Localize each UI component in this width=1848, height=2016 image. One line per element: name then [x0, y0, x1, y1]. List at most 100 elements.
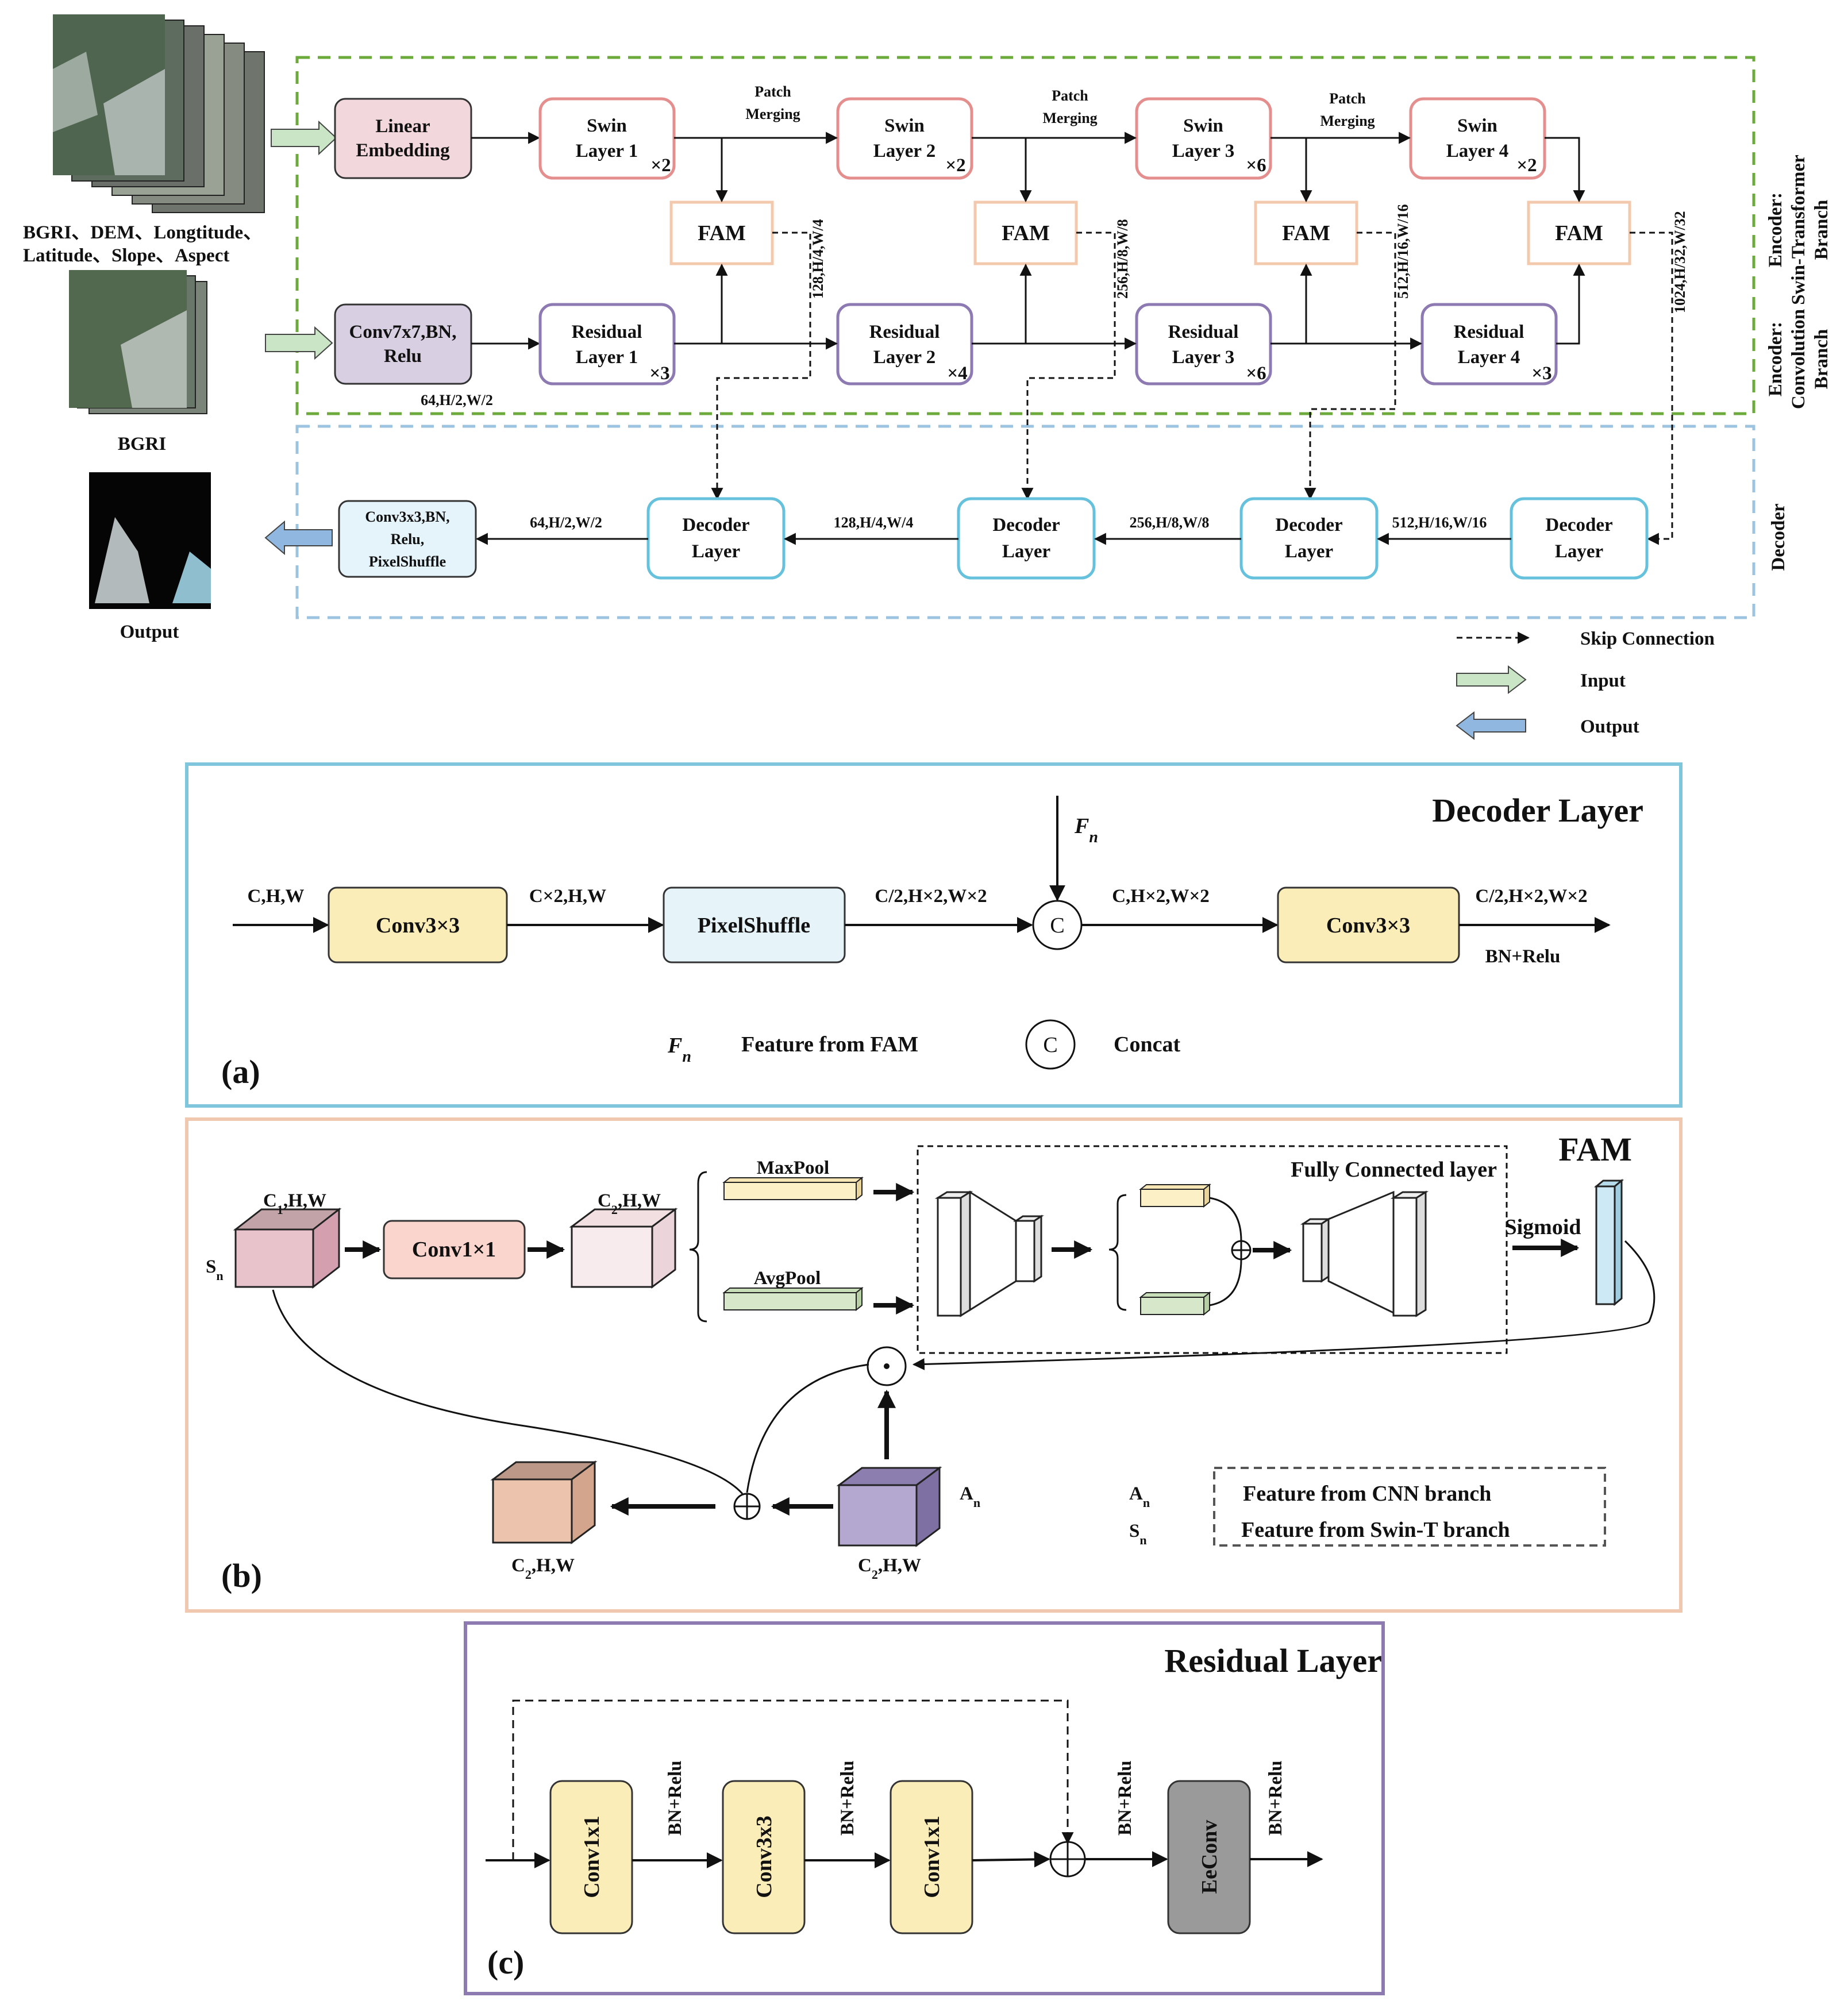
svg-text:Convolution: Convolution — [1788, 309, 1809, 409]
fc-max-branch-bar — [1139, 1183, 1211, 1208]
fam-block-4: FAM — [1527, 201, 1631, 265]
skip-connection-3 — [1304, 232, 1396, 500]
svg-text:Layer 2: Layer 2 — [873, 141, 935, 161]
panel-a-dim-4: C,H×2,W×2 — [1112, 886, 1210, 907]
fam-block-3: FAM — [1254, 201, 1358, 265]
svg-text:Decoder: Decoder — [992, 515, 1060, 535]
residual-conv3x3-label: Conv3x3 — [752, 1815, 776, 1898]
swin-layer-3: Swin Layer 3 ×6 — [1135, 97, 1272, 180]
panel-a-legend-concat-text: Concat — [1114, 1032, 1180, 1057]
svg-text:Layer 1: Layer 1 — [576, 141, 638, 161]
swin-layer-1: Swin Layer 1 ×2 — [538, 97, 676, 180]
svg-text:Patch: Patch — [1329, 90, 1366, 107]
fam-output-dim-label: C2,H,W — [511, 1555, 575, 1582]
residual-bnrelu-1: BN+Relu — [665, 1760, 686, 1836]
svg-text:Swin-Transformer: Swin-Transformer — [1788, 155, 1809, 305]
final-conv-pixelshuffle-block: Conv3x3,BN, Relu, PixelShuffle — [338, 500, 477, 578]
panel-b-tag: (b) — [221, 1557, 262, 1594]
an-cube — [836, 1466, 942, 1547]
conv-branch-side-label: Encoder: Convolution Branch — [1765, 309, 1832, 409]
legend-skip-label: Skip Connection — [1580, 629, 1715, 649]
avgpool-label: AvgPool — [754, 1268, 821, 1289]
fully-connected-label: Fully Connected layer — [1291, 1158, 1497, 1182]
panel-a-legend-concat-icon — [1025, 1019, 1076, 1070]
svg-text:Conv3x3,BN,: Conv3x3,BN, — [365, 508, 449, 525]
panel-a-dim-2: C×2,H,W — [529, 886, 606, 907]
residual-layer-2: Residual Layer 2 ×4 — [836, 303, 973, 386]
fc-max-to-add — [1209, 1197, 1242, 1242]
panel-a-tag: (a) — [221, 1053, 260, 1090]
residual-layer-1: Residual Layer 1 ×3 — [538, 303, 676, 386]
svg-text:Merging: Merging — [745, 106, 800, 122]
svg-text:FAM: FAM — [1282, 221, 1330, 245]
svg-text:Patch: Patch — [754, 83, 791, 100]
svg-text:×3: ×3 — [649, 363, 669, 384]
c2-cube — [569, 1208, 678, 1289]
decoder-dim-2: 128,H/4,W/4 — [834, 514, 914, 531]
panel-a-dim-5: C/2,H×2,W×2 — [1475, 886, 1587, 907]
residual-eeconv-label: EeConv — [1198, 1820, 1222, 1894]
legend-input-icon — [1456, 665, 1527, 695]
arrow-sigmoid-to-multiply — [912, 1240, 1656, 1370]
skip-connection-1 — [711, 232, 811, 500]
panel-a-conv3x3-1-label: Conv3×3 — [376, 913, 460, 938]
svg-text:Branch: Branch — [1811, 200, 1832, 260]
conv7x7-label-1: Conv7x7,BN, — [349, 322, 456, 342]
arrow-sn-residual-to-add — [272, 1289, 744, 1494]
fc-avg-to-add — [1209, 1259, 1242, 1306]
decoder-dim-1: 64,H/2,W/2 — [530, 514, 602, 531]
fc-split-bracket — [1108, 1194, 1127, 1311]
panel-a-conv3x3-2-label: Conv3×3 — [1326, 913, 1410, 938]
bgri-image-stack — [69, 270, 207, 414]
svg-text:Merging: Merging — [1042, 110, 1097, 126]
residual-arrow-4 — [972, 1851, 1050, 1868]
residual-conv1x1-b — [890, 1780, 973, 1934]
svg-text:Swin: Swin — [1183, 115, 1223, 136]
pool-bracket — [689, 1171, 707, 1323]
svg-text:Encoder:: Encoder: — [1765, 192, 1786, 267]
fam-output-cube — [490, 1460, 598, 1544]
svg-text:×2: ×2 — [1516, 155, 1537, 176]
svg-text:Decoder: Decoder — [1768, 503, 1789, 571]
decoder-side-label: Decoder — [1768, 503, 1789, 571]
conv7x7-dim-label: 64,H/2,W/2 — [421, 392, 493, 408]
skip-connection-2 — [1021, 232, 1116, 500]
conv7x7-block — [334, 303, 472, 385]
fam-legend-box — [1213, 1467, 1606, 1547]
fam-legend-an-symbol: An — [1129, 1483, 1150, 1510]
decoder-layer-2: Decoder Layer — [957, 497, 1096, 580]
arrow-swin4-to-fam4 — [1545, 137, 1585, 203]
svg-text:Layer 2: Layer 2 — [873, 347, 935, 368]
linear-embedding-block — [334, 98, 472, 179]
maxpool-bar — [722, 1176, 864, 1201]
sigmoid-attention-vector — [1593, 1178, 1624, 1306]
svg-text:×2: ×2 — [650, 155, 671, 176]
swin-branch-side-label: Encoder: Swin-Transformer Branch — [1765, 155, 1832, 305]
fam-block-1: FAM — [669, 201, 774, 265]
fam-add-node — [733, 1493, 761, 1520]
fc-add-node — [1231, 1240, 1252, 1261]
decoder-layer-4: Decoder Layer — [1510, 497, 1649, 580]
svg-text:×6: ×6 — [1246, 155, 1266, 176]
sn-dim-label: C1,H,W — [263, 1190, 326, 1217]
fam-legend-sn-symbol: Sn — [1129, 1521, 1147, 1547]
multi-input-caption-1: BGRI、DEM、Longtitude、 — [23, 222, 262, 243]
skip-dim-1: 128,H/4,W/4 — [810, 219, 826, 299]
svg-text:FAM: FAM — [1555, 221, 1603, 245]
svg-text:Layer: Layer — [1555, 541, 1603, 562]
residual-bnrelu-2: BN+Relu — [837, 1760, 858, 1836]
panel-c-title: Residual Layer — [1164, 1642, 1382, 1679]
svg-text:Residual: Residual — [572, 322, 642, 342]
patch-merging-label-2: Patch Merging — [1042, 87, 1097, 126]
svg-text:Layer 4: Layer 4 — [1458, 347, 1520, 368]
input-arrow-swin — [271, 120, 337, 156]
panel-a-bn-relu: BN+Relu — [1485, 946, 1561, 967]
output-caption: Output — [120, 622, 179, 642]
svg-text:Swin: Swin — [1457, 115, 1497, 136]
maxpool-label: MaxPool — [757, 1158, 829, 1178]
legend: Skip Connection Input Output — [1456, 629, 1715, 741]
residual-add-node — [1049, 1841, 1086, 1878]
svg-text:×2: ×2 — [945, 155, 965, 176]
panel-a-dim-1: C,H,W — [248, 886, 305, 907]
residual-conv1x1-a — [549, 1780, 633, 1934]
